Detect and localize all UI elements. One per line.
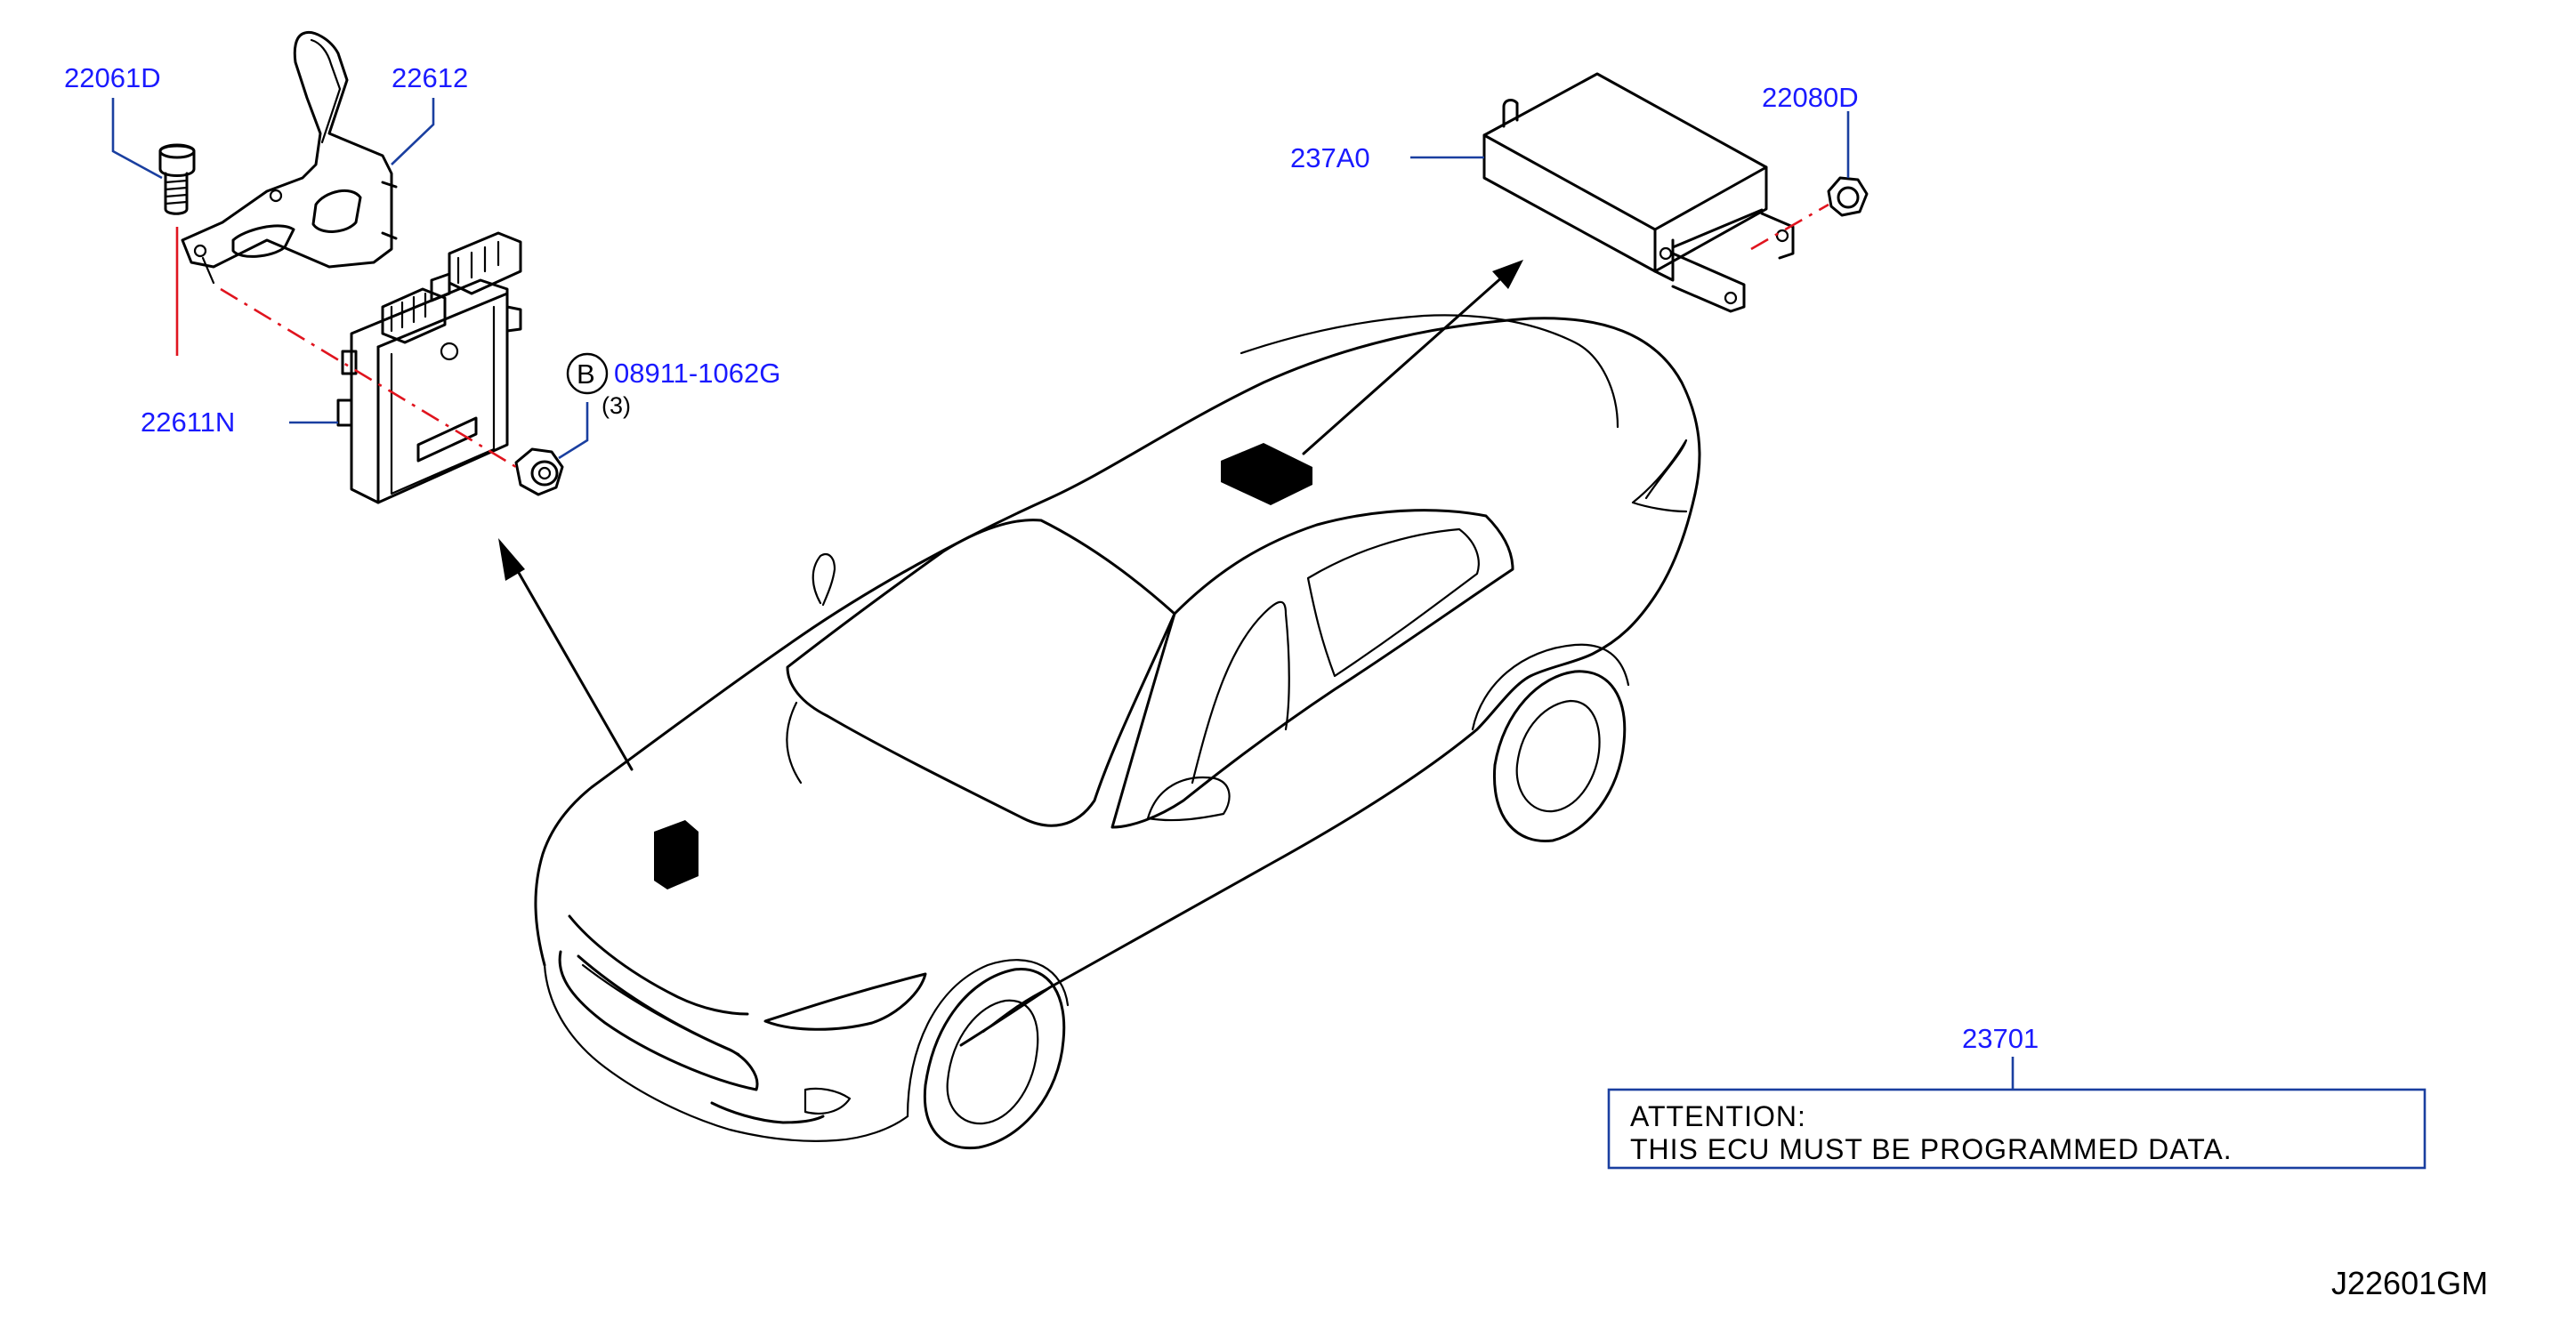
part-quantity: (3) [602, 392, 631, 419]
bolt-badge-circle [566, 352, 609, 395]
part-label-08911-1062G[interactable]: 08911-1062G [614, 358, 780, 389]
part-label-23701[interactable]: 23701 [1962, 1023, 2039, 1054]
arrow-icon [498, 260, 1523, 771]
bracket-icon [181, 31, 398, 285]
notice-heading: ATTENTION: [1630, 1100, 1806, 1132]
control-unit-icon [1482, 72, 1795, 313]
part-badge-b: B [577, 358, 595, 390]
nut-icon [514, 447, 564, 496]
part-label-22061D[interactable]: 22061D [64, 62, 161, 93]
part-label-22611N[interactable]: 22611N [141, 406, 235, 438]
car-outline-icon [534, 314, 1701, 1150]
part-label-22080D[interactable]: 22080D [1762, 82, 1859, 113]
part-label-22612[interactable]: 22612 [392, 62, 468, 93]
diagram-code: J22601GM [2331, 1265, 2488, 1301]
part-label-237A0[interactable]: 237A0 [1290, 142, 1370, 173]
ecu-module-icon [336, 231, 522, 504]
notice-text: THIS ECU MUST BE PROGRAMMED DATA. [1630, 1133, 2233, 1165]
bolt-icon [158, 143, 196, 215]
nut-icon [1827, 176, 1869, 217]
attention-box [1607, 1088, 2427, 1170]
